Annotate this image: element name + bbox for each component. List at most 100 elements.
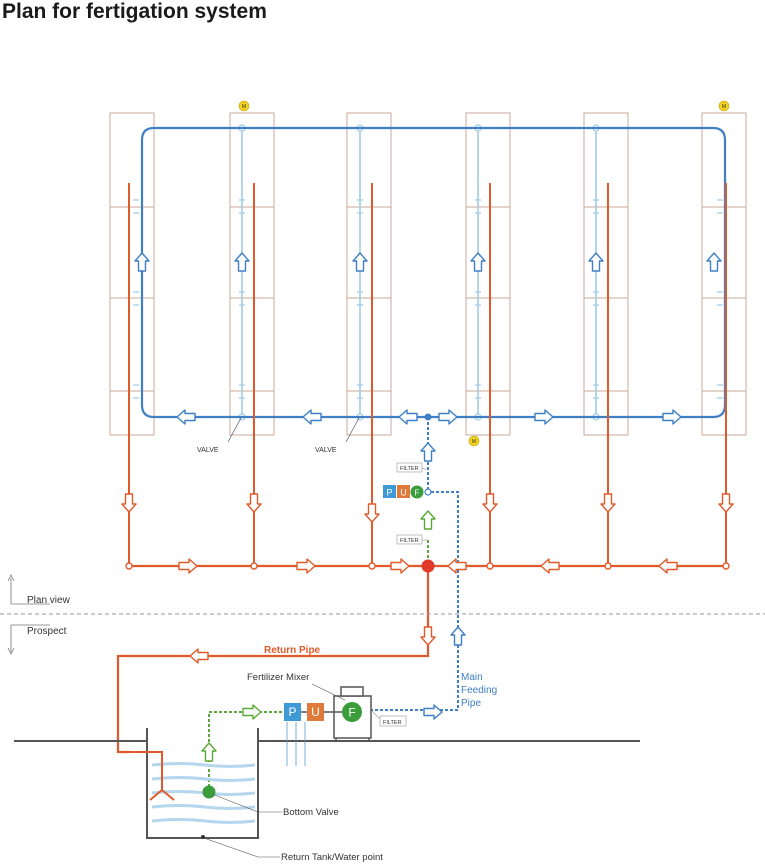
return-junction [722,562,730,570]
prospect-marker [7,624,50,655]
growing-beds [109,112,747,436]
return-junction [250,562,258,570]
return-down-arrow [718,493,734,513]
svg-text:F: F [415,489,420,498]
feed-up-arrow [352,252,368,272]
feed-left-arrow [176,409,196,425]
return-inlet-pipe [130,751,175,801]
plan-view-label: Plan view [27,595,71,606]
filter-label-2: FILTER [400,538,419,544]
main-feeding-label-2: Feeding [461,685,497,696]
return-junction [368,562,376,570]
return-left-arrow [447,558,467,574]
bed-6 [701,112,747,436]
plan-pump: P [383,485,396,498]
filter-tag-2 [396,534,428,545]
feed-left-arrow [302,409,322,425]
main-feeding-pipe [370,491,459,711]
return-junction [604,562,612,570]
return-junction [486,562,494,570]
return-down-arrow [246,493,262,513]
return-tank-leader [203,837,280,858]
page-title: Plan for fertigation system [2,0,267,23]
feed-right-arrow [438,409,458,425]
valve-label-1: VALVE [197,447,219,454]
fertilizer-mixer-label: Fertilizer Mixer [247,672,309,683]
bottom-valve [202,785,216,799]
plan-feed-node [424,488,432,496]
valve-label-2: VALVE [315,447,337,454]
feed-up-arrow [470,252,486,272]
return-junctions [125,562,730,570]
return-pipe-left-arrow [189,648,209,664]
bed-1 [109,112,155,436]
return-tank-label: Return Tank/Water point [281,852,383,863]
return-pipe-label: Return Pipe [264,645,321,656]
plan-uv: U [397,485,410,498]
return-down-arrow [600,493,616,513]
feed-right-arrow [534,409,554,425]
svg-text:F: F [348,706,355,720]
return-junction [125,562,133,570]
main-feed-right-arrow [423,704,443,720]
water-wave-4 [151,804,256,810]
water-wave-2 [151,776,256,782]
drip-lines [133,124,723,421]
return-down-arrow [482,493,498,513]
filter-label-3: FILTER [383,720,402,726]
feed-up-arrow [706,252,722,272]
return-down-arrow [121,493,137,513]
feed-up-arrow [588,252,604,272]
feed-up-arrow [134,252,150,272]
prospect-pump: P [284,703,301,721]
meter-icon-2: M [718,100,730,112]
bed-2 [229,112,275,436]
prospect-fertilizer: F [342,702,362,722]
water-wave-5 [151,818,256,824]
feed-loop-pipe [140,126,727,419]
bottom-valve-label: Bottom Valve [283,807,339,818]
return-down-arrow [364,503,380,523]
filter-tag-3 [371,710,407,727]
return-right-arrow [178,558,198,574]
meter-icon-1: M [238,100,250,112]
prospect-uv: U [307,703,324,721]
flow-arrows [121,252,734,762]
water-wave-1 [151,762,256,768]
main-feeding-label-3: Pipe [461,698,481,709]
filter-tag-1 [396,462,429,473]
plan-fertilizer: F [410,485,424,499]
return-tank [146,728,259,839]
bottom-valve-leader [211,793,282,813]
well-pipe [283,722,309,766]
return-right-arrow [390,558,410,574]
plan-view-marker [7,574,50,605]
bed-3 [346,112,392,436]
bed-4 [465,112,511,436]
return-vertical-pipes [128,183,727,566]
main-feed-up-arrow [450,626,466,646]
prospect-pump-label: P [288,705,296,719]
main-feeding-label-1: Main [461,672,483,683]
svg-text:M: M [242,104,246,110]
return-right-arrow [296,558,316,574]
svg-text:M: M [472,439,476,445]
return-pump-node [421,559,435,573]
valve-callout-1 [227,417,242,443]
feed-up-arrow [234,252,250,272]
plan-uv-label: U [400,488,407,498]
return-left-arrow [658,558,678,574]
feed-up-arrow-riser [420,442,436,462]
feed-riser-valve [424,413,432,421]
valve-callout-2 [345,417,360,443]
plan-pump-label: P [386,488,392,498]
prospect-label: Prospect [27,626,67,637]
return-left-arrow [540,558,560,574]
feed-right-arrow [662,409,682,425]
return-pipe [116,566,430,754]
prospect-uv-label: U [311,705,320,719]
filter-label-1: FILTER [400,466,419,472]
return-down-arrow-main [420,626,436,646]
bed-5 [583,112,629,436]
